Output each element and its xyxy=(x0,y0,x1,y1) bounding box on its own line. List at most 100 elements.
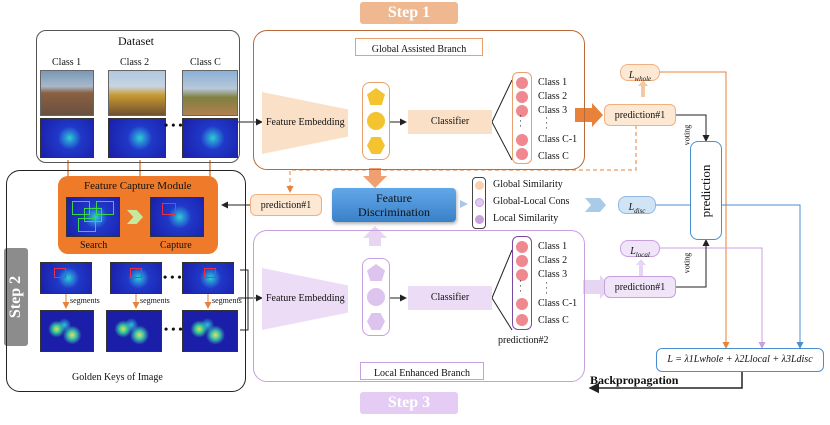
classC-photo xyxy=(182,70,238,116)
global-class-1: Class 1 xyxy=(538,77,568,88)
step2-panel xyxy=(6,170,246,392)
whole-loss-badge: Lwhole xyxy=(620,64,660,83)
global-class-dot xyxy=(516,77,528,89)
list-to-ldisc-arrow xyxy=(585,198,606,212)
global-prediction1-label: prediction#1 xyxy=(614,110,666,121)
dataset-panel xyxy=(36,30,240,163)
capture-prediction1-label: prediction#1 xyxy=(260,200,312,211)
feature-discrimination-line1: Feature xyxy=(376,191,412,205)
segment-dots-2: • • • xyxy=(164,322,183,336)
backprop-label: Backpropagation xyxy=(590,373,679,387)
segments-label-2: segments xyxy=(140,296,170,305)
classC-heatmap xyxy=(182,118,238,158)
global-prediction1: prediction#1 xyxy=(604,104,676,126)
class1-label: Class 1 xyxy=(52,57,82,68)
global-class-3: Class 3 xyxy=(538,105,568,116)
global-class-dot xyxy=(516,91,528,103)
local-class-dot xyxy=(516,241,528,253)
voting-bottom-text: voting xyxy=(682,252,692,274)
global-down-arrow xyxy=(363,168,387,188)
segment-window xyxy=(130,268,142,278)
disc-loss-badge: Ldisc xyxy=(618,196,656,215)
local-branch-panel xyxy=(253,230,585,382)
capture-module-title: Feature Capture Module xyxy=(84,180,192,192)
local-classifier: Classifier xyxy=(408,286,492,310)
class2-photo xyxy=(108,70,166,116)
prediction-box: prediction xyxy=(690,141,722,240)
search-window xyxy=(96,201,114,215)
segment-dots-1: • • • xyxy=(163,270,182,284)
loss-formula: L = λ1Lwhole + λ2Llocal + λ3Ldisc xyxy=(656,348,824,372)
segments-label-3: segments xyxy=(212,296,242,305)
global-class-dot xyxy=(516,148,528,160)
step1-label: Step 1 xyxy=(360,2,458,24)
similarity-bracket xyxy=(472,177,486,229)
global-class-2: Class 2 xyxy=(538,91,568,102)
local-circle-icon xyxy=(367,288,385,306)
local-vdots-text: ··· xyxy=(545,278,548,298)
local-class-dot xyxy=(516,298,528,310)
local-loss-up-arrow xyxy=(636,259,646,276)
local-prediction2-label: prediction#2 xyxy=(498,335,549,346)
prediction-box-label: prediction xyxy=(698,164,713,217)
search-label: Search xyxy=(80,240,108,251)
search-to-capture-arrow xyxy=(127,210,143,224)
local-classifier-label: Classifier xyxy=(430,292,470,303)
local-class-2: Class 2 xyxy=(538,255,568,266)
class1-photo xyxy=(40,70,94,116)
whole-loss-sub: whole xyxy=(634,75,652,83)
local-up-arrow xyxy=(363,226,387,246)
capture-prediction1: prediction#1 xyxy=(250,194,322,216)
golden-key-3 xyxy=(182,310,238,352)
global-local-cons-dot xyxy=(475,198,484,207)
step3-label: Step 3 xyxy=(360,392,458,414)
global-vdots-text: ··· xyxy=(545,113,548,133)
dataset-title: Dataset xyxy=(118,34,154,48)
golden-key-1 xyxy=(40,310,94,352)
golden-keys-label: Golden Keys of Image xyxy=(72,372,163,383)
segment-thumb-2 xyxy=(110,262,162,294)
local-class-c: Class C xyxy=(538,315,569,326)
local-class-dot xyxy=(516,314,528,326)
local-feature-embedding-label: Feature Embedding xyxy=(266,293,345,304)
global-local-cons-label: Global-Local Cons xyxy=(493,196,570,207)
capture-window xyxy=(162,203,176,215)
global-branch-title: Global Assisted Branch xyxy=(371,44,467,55)
global-pentagon-icon xyxy=(367,88,385,105)
orange-block-arrow xyxy=(575,103,603,127)
classC-label: Class C xyxy=(190,57,221,68)
global-branch-panel xyxy=(253,30,585,170)
local-class-dot xyxy=(516,255,528,267)
local-class-c1: Class C-1 xyxy=(538,298,578,309)
search-heatmap xyxy=(66,197,120,237)
search-window xyxy=(78,218,96,232)
class1-heatmap xyxy=(40,118,94,158)
segment-window xyxy=(204,268,216,278)
step3-text: Step 3 xyxy=(387,394,431,411)
local-class-3: Class 3 xyxy=(538,269,568,280)
whole-loss-up-arrow xyxy=(638,80,648,97)
voting-bottom-label: voting xyxy=(682,250,692,276)
feature-discrimination-line2: Discrimination xyxy=(358,205,430,219)
feature-discrimination: Feature Discrimination xyxy=(332,188,456,222)
step1-text: Step 1 xyxy=(387,4,431,21)
local-similarity-dot xyxy=(475,215,484,224)
global-classifier: Classifier xyxy=(408,110,492,134)
golden-key-2 xyxy=(106,310,162,352)
disc-to-list-arrow xyxy=(460,200,468,208)
local-prediction1-label: prediction#1 xyxy=(614,282,666,293)
global-class-dot xyxy=(516,134,528,146)
global-hexagon-icon xyxy=(367,137,385,154)
class2-heatmap xyxy=(108,118,166,158)
local-loss-symbol: L xyxy=(630,246,636,257)
local-hexagon-icon xyxy=(367,313,385,330)
local-similarity-label: Local Similarity xyxy=(493,213,559,224)
voting-top-text: voting xyxy=(682,124,692,146)
disc-loss-sub: disc xyxy=(634,207,646,215)
local-loss-sub: local xyxy=(635,251,650,259)
local-pentagon-icon xyxy=(367,264,385,281)
segment-window xyxy=(54,268,66,278)
global-similarity-dot xyxy=(475,181,484,190)
segment-thumb-3 xyxy=(182,262,234,294)
disc-loss-symbol: L xyxy=(628,202,635,213)
